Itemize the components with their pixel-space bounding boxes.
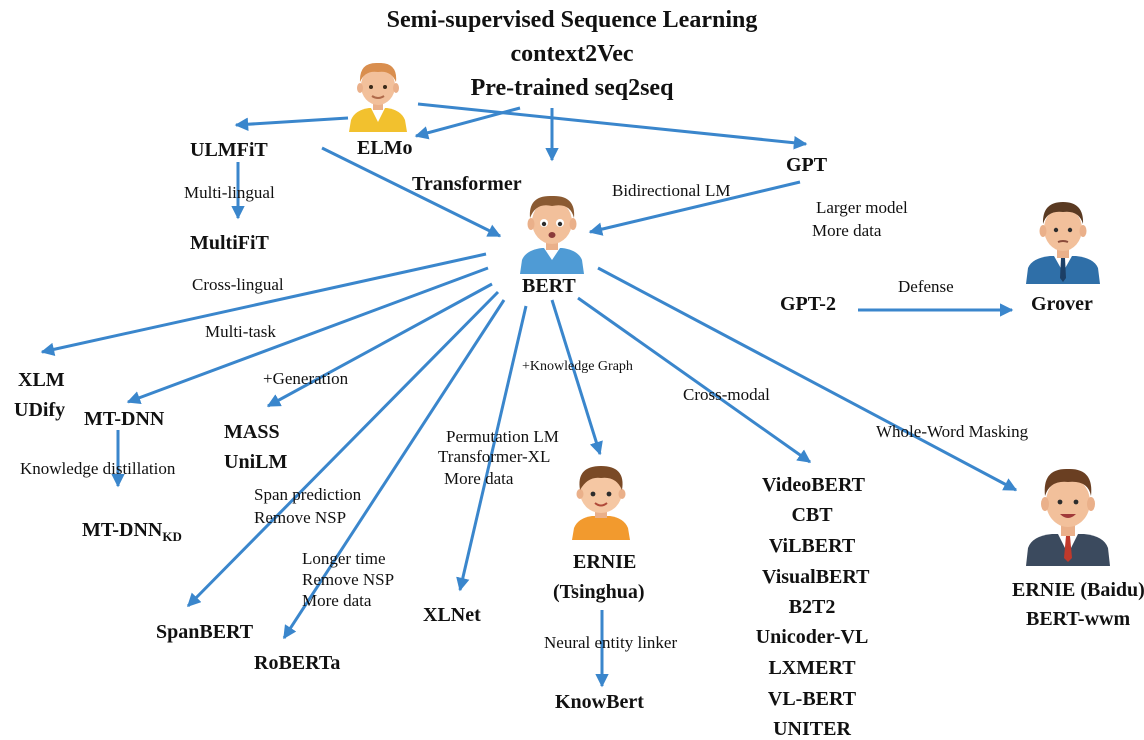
model-mtdnn-kd: MT-DNNKD: [82, 520, 182, 543]
ernie-tsinghua-avatar: [572, 466, 630, 540]
label-knowledge-graph: +Knowledge Graph: [522, 359, 633, 374]
arrow-bert-to-roberta: [282, 299, 506, 640]
model-mtdnn: MT-DNN: [84, 408, 165, 430]
label-bidirectional-lm: Bidirectional LM: [612, 181, 731, 200]
label-more-data-roberta: More data: [302, 591, 372, 610]
label-cross-modal: Cross-modal: [683, 385, 770, 404]
label-generation: +Generation: [263, 369, 349, 388]
model-ulmfit: ULMFiT: [190, 139, 268, 161]
bert-person-avatar: [520, 195, 584, 274]
model-lxmert: LXMERT: [768, 657, 856, 679]
arrow-gpt-to-bert: [588, 180, 801, 236]
title-line-3: Pre-trained seq2seq: [470, 75, 674, 101]
arrow-bert-to-spanbert: [186, 290, 500, 608]
model-b2t2: B2T2: [788, 596, 836, 618]
model-gpt: GPT: [786, 154, 828, 176]
model-ernie-baidu: ERNIE (Baidu): [1012, 579, 1144, 601]
arrow-bert-to-mtdnn: [126, 266, 489, 405]
arrow-bert-to-mass: [266, 282, 493, 408]
arrow-bert-to-videobert: [577, 296, 812, 464]
model-unicoder-vl: Unicoder-VL: [755, 626, 869, 648]
label-cross-lingual: Cross-lingual: [192, 275, 284, 294]
model-udify: UDify: [14, 399, 66, 421]
label-permutation-lm: Permutation LM: [446, 427, 559, 446]
model-multifit: MultiFiT: [190, 232, 269, 254]
label-span-prediction: Span prediction: [254, 485, 362, 504]
model-mass: MASS: [224, 421, 280, 443]
arrow-bert-to-xlnet: [456, 305, 528, 592]
model-xlnet: XLNet: [423, 604, 481, 626]
arrow-to-ulmfit: [234, 116, 349, 131]
model-uniter: UNITER: [773, 718, 851, 740]
label-knowledge-distillation: Knowledge distillation: [20, 459, 176, 478]
arrow-ulmfit-to-bert: [321, 146, 502, 238]
label-whole-word-masking: Whole-Word Masking: [876, 422, 1029, 441]
label-multi-task: Multi-task: [205, 322, 276, 341]
label-neural-entity-linker: Neural entity linker: [544, 633, 678, 652]
model-xlm: XLM: [18, 369, 65, 391]
model-bert-wwm: BERT-wwm: [1026, 608, 1131, 630]
arrow-bert-to-xlm: [40, 252, 487, 356]
model-elmo: ELMo: [357, 137, 413, 159]
arrow-bert-to-ernie-tsinghua: [550, 299, 603, 456]
model-visualbert: VisualBERT: [762, 566, 870, 588]
model-grover: Grover: [1031, 293, 1093, 315]
title-line-2: context2Vec: [510, 41, 634, 67]
label-larger-model: Larger model: [816, 198, 908, 217]
model-videobert: VideoBERT: [762, 474, 866, 496]
label-transformer-xl: Transformer-XL: [438, 447, 551, 466]
model-gpt2: GPT-2: [780, 293, 836, 315]
model-knowbert: KnowBert: [555, 691, 644, 713]
label-more-data-gpt2: More data: [812, 221, 882, 240]
model-ernie-tsinghua-affiliation: (Tsinghua): [553, 581, 645, 603]
model-ernie-tsinghua: ERNIE: [573, 551, 637, 573]
arrow-bert-to-ernie-baidu: [597, 266, 1018, 492]
model-spanbert: SpanBERT: [156, 621, 254, 643]
label-remove-nsp-roberta: Remove NSP: [302, 570, 395, 589]
model-unilm: UniLM: [224, 451, 288, 473]
mtdnn-kd-base: MT-DNN: [82, 519, 163, 541]
model-vl-bert: VL-BERT: [767, 688, 857, 710]
label-remove-nsp-spanbert: Remove NSP: [254, 508, 347, 527]
model-vilbert: ViLBERT: [768, 535, 856, 557]
label-more-data-xlnet: More data: [444, 469, 514, 488]
title-line-1: Semi-supervised Sequence Learning: [386, 7, 758, 33]
arrow-to-gpt: [417, 102, 808, 150]
elmo-person-avatar: [349, 62, 407, 132]
model-cbt: CBT: [791, 504, 833, 526]
mtdnn-kd-subscript: KD: [162, 529, 182, 544]
model-bert: BERT: [522, 275, 576, 297]
model-transformer: Transformer: [412, 173, 522, 195]
ernie-baidu-avatar: [1026, 468, 1110, 566]
label-longer-time: Longer time: [302, 549, 386, 568]
model-roberta: RoBERTa: [254, 652, 341, 674]
label-multi-lingual: Multi-lingual: [184, 183, 275, 202]
label-defense: Defense: [898, 277, 954, 296]
grover-person-avatar: [1026, 202, 1100, 284]
